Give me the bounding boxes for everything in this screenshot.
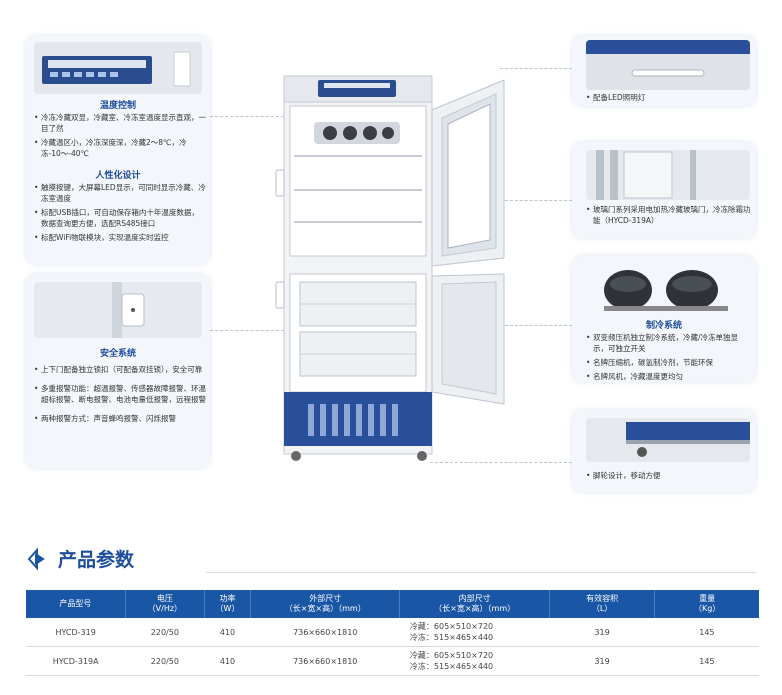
connector-line <box>500 325 572 326</box>
header-unit: （W） <box>215 604 240 613</box>
connector-line <box>500 68 572 69</box>
control-title: 温度控制 <box>99 101 136 111</box>
control-panel-photo <box>34 42 202 94</box>
cell-external: 736×660×1810 <box>250 646 400 676</box>
parameter-table: 产品型号 电压（V/Hz） 功率（W） 外部尺寸（长×宽×高）（mm） 内部尺寸… <box>26 590 759 676</box>
design-title: 人性化设计 <box>95 171 141 181</box>
header-unit: （V/Hz） <box>147 604 183 613</box>
cooling-card: 制冷系统 双变频压机独立制冷系统，冷藏/冷冻单独显示，可独立开关 名牌压缩机，碳… <box>572 256 756 382</box>
list-item: 触摸按键，大屏幕LED显示，可同时显示冷藏、冷冻室温度 <box>34 182 206 204</box>
list-item: 脚轮设计，移动方便 <box>586 470 750 481</box>
temperature-control-card: 温度控制 冷冻冷藏双显，冷藏室、冷冻室温度显示直观，一目了然 冷藏温区小，冷冻深… <box>26 36 210 264</box>
lock-photo <box>34 282 202 338</box>
cell-power: 410 <box>204 618 251 647</box>
list-item: 名牌风机，冷藏温度更均匀 <box>586 371 752 382</box>
header-voltage: 电压（V/Hz） <box>125 590 205 618</box>
cell-model: HYCD-319A <box>26 646 126 676</box>
header-unit: （长×宽×高）（mm） <box>284 604 366 613</box>
header-inner: 内部尺寸（长×宽×高）（mm） <box>399 590 550 618</box>
glass-door-illustration <box>586 150 750 200</box>
connector-line <box>500 200 572 201</box>
cell-inner: 冷藏：605×510×720 冷冻：515×465×440 <box>399 618 550 647</box>
inner-freeze: 冷冻：515×465×440 <box>409 662 494 671</box>
header-weight: 重量（Kg） <box>654 590 759 618</box>
freezer-illustration <box>275 75 505 461</box>
header-label: 产品型号 <box>59 599 92 608</box>
header-unit: （长×宽×高）（mm） <box>434 604 516 613</box>
safety-title: 安全系统 <box>99 349 136 359</box>
cell-weight: 145 <box>654 618 759 647</box>
glass-door-card: 玻璃门系列采用电加热冷藏玻璃门，冷冻除霜功能（HYCD-319A） <box>572 142 756 238</box>
compressor-illustration <box>604 270 728 311</box>
table-row: HYCD-319 220/50 410 736×660×1810 冷藏：605×… <box>26 618 759 647</box>
cell-volume: 319 <box>549 618 655 647</box>
chevron-right-icon <box>27 547 45 571</box>
list-item: 标配WiFi物联模块，实现温度实时监控 <box>34 232 206 243</box>
header-power: 功率（W） <box>204 590 252 618</box>
header-label: 电压 <box>156 594 173 603</box>
list-item: 配备LED照明灯 <box>586 92 750 103</box>
list-item: 双变频压机独立制冷系统，冷藏/冷冻单独显示，可独立开关 <box>586 332 752 354</box>
connector-line <box>210 116 284 117</box>
lock-illustration <box>34 282 202 338</box>
control-bullets: 冷冻冷藏双显，冷藏室、冷冻室温度显示直观，一目了然 冷藏温区小，冷冻深度深，冷藏… <box>34 112 206 162</box>
caster-photo <box>586 418 750 462</box>
inner-freeze: 冷冻：515×465×440 <box>409 633 494 642</box>
inner-cold: 冷藏：605×510×720 <box>409 651 494 660</box>
cooling-bullets: 双变频压机独立制冷系统，冷藏/冷冻单独显示，可独立开关 名牌压缩机，碳氢制冷剂，… <box>586 332 752 385</box>
header-label: 功率 <box>219 594 236 603</box>
safety-card: 安全系统 上下门配备独立锁扣（可配备双挂锁），安全可靠 多重报警功能：超温报警、… <box>26 274 210 468</box>
cell-voltage: 220/50 <box>125 646 205 676</box>
header-label: 内部尺寸 <box>458 594 491 603</box>
cell-volume: 319 <box>549 646 655 676</box>
header-label: 重量 <box>699 594 716 603</box>
list-item: 名牌压缩机，碳氢制冷剂，节能环保 <box>586 357 752 368</box>
glass-bullets: 玻璃门系列采用电加热冷藏玻璃门，冷冻除霜功能（HYCD-319A） <box>586 204 752 229</box>
section-header: 产品参数 <box>26 545 766 573</box>
list-item: 冷冻冷藏双显，冷藏室、冷冻室温度显示直观，一目了然 <box>34 112 206 134</box>
list-item: 标配USB插口，可自动保存箱内十年温度数据，数据查询更方便，选配RS485接口 <box>34 207 206 229</box>
section-title: 产品参数 <box>58 549 135 571</box>
led-bullets: 配备LED照明灯 <box>586 92 750 106</box>
list-item: 上下门配备独立锁扣（可配备双挂锁），安全可靠 <box>34 364 206 375</box>
cell-voltage: 220/50 <box>125 618 205 647</box>
cell-power: 410 <box>204 646 251 676</box>
header-label: 外部尺寸 <box>309 594 342 603</box>
cell-model: HYCD-319 <box>26 618 126 647</box>
table-row: HYCD-319A 220/50 410 736×660×1810 冷藏：605… <box>26 646 759 676</box>
safety-bullets: 上下门配备独立锁扣（可配备双挂锁），安全可靠 多重报警功能：超温报警、传感器故障… <box>34 364 206 427</box>
list-item: 多重报警功能：超温报警、传感器故障报警、环温超标报警、断电报警、电池电量低报警，… <box>34 383 206 405</box>
connector-line <box>430 462 572 463</box>
cooling-title: 制冷系统 <box>645 321 682 331</box>
led-illustration <box>586 40 750 90</box>
list-item: 冷藏温区小，冷冻深度深，冷藏2～8℃，冷冻-10～-40℃ <box>34 137 206 159</box>
led-photo <box>586 40 750 90</box>
list-item: 两种报警方式：声音蜂鸣报警、闪烁报警 <box>34 413 206 424</box>
header-unit: （L） <box>591 604 613 613</box>
led-card: 配备LED照明灯 <box>572 36 756 106</box>
header-label: 有效容积 <box>586 594 619 603</box>
section-divider <box>206 572 756 573</box>
caster-card: 脚轮设计，移动方便 <box>572 410 756 492</box>
header-model: 产品型号 <box>26 590 126 618</box>
cell-inner: 冷藏：605×510×720 冷冻：515×465×440 <box>399 646 550 676</box>
table-header-row: 产品型号 电压（V/Hz） 功率（W） 外部尺寸（长×宽×高）（mm） 内部尺寸… <box>26 590 759 618</box>
header-volume: 有效容积（L） <box>549 590 656 618</box>
control-panel-illustration <box>34 42 202 94</box>
design-bullets: 触摸按键，大屏幕LED显示，可同时显示冷藏、冷冻室温度 标配USB插口，可自动保… <box>34 182 206 246</box>
list-item: 玻璃门系列采用电加热冷藏玻璃门，冷冻除霜功能（HYCD-319A） <box>586 204 752 226</box>
inner-cold: 冷藏：605×510×720 <box>409 622 494 631</box>
header-unit: （Kg） <box>693 604 721 613</box>
header-external: 外部尺寸（长×宽×高）（mm） <box>250 590 401 618</box>
caster-bullets: 脚轮设计，移动方便 <box>586 470 750 484</box>
connector-line <box>210 330 284 331</box>
cell-weight: 145 <box>654 646 759 676</box>
caster-illustration <box>586 418 750 462</box>
cell-external: 736×660×1810 <box>250 618 400 647</box>
glass-door-photo <box>586 150 750 200</box>
